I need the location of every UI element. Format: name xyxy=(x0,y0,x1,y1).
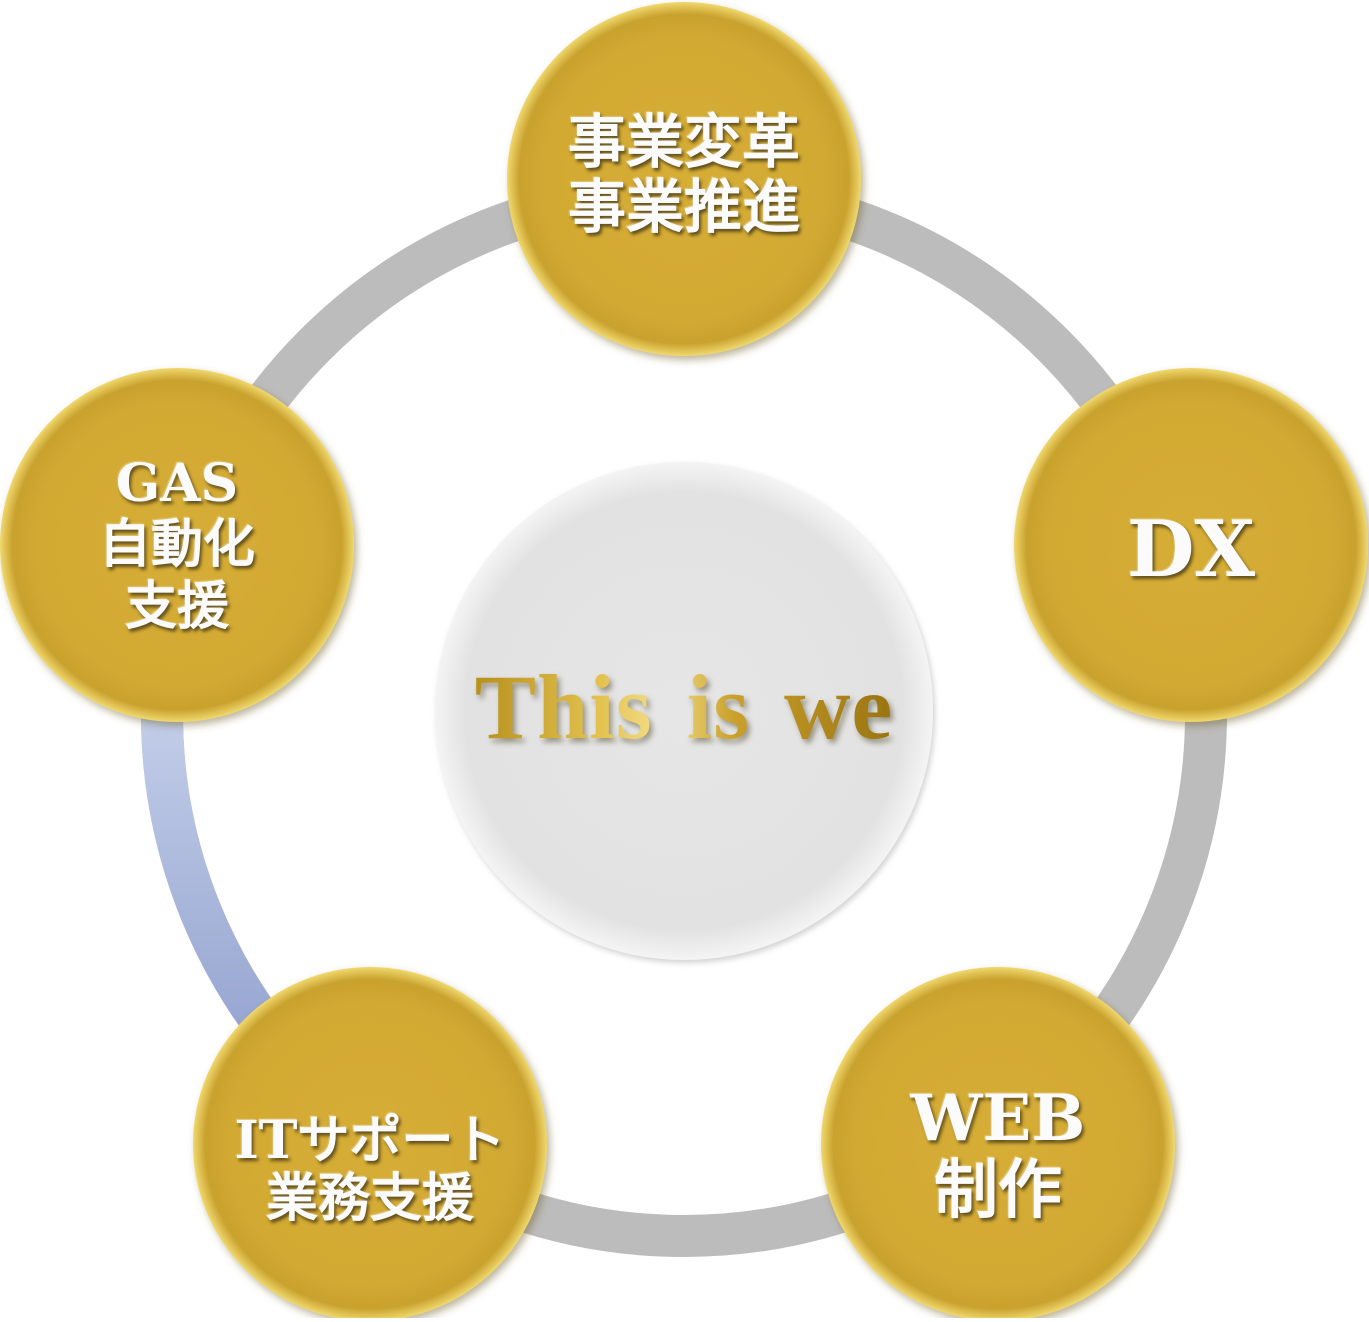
node-gas-line-3: 支援 xyxy=(124,575,229,637)
node-it-support-line-1: ITサポート xyxy=(234,1109,506,1171)
node-business-line-2: 事業推進 xyxy=(567,173,800,241)
center-circle xyxy=(435,462,933,960)
node-label-business: 事業変革 事業推進 xyxy=(544,80,824,270)
node-circle-web xyxy=(821,967,1175,1321)
node-circle-it-support xyxy=(193,967,547,1321)
node-gas-line-1: GAS xyxy=(115,452,239,514)
center-title: This is we xyxy=(435,462,933,960)
node-label-web: WEB 制作 xyxy=(868,1060,1128,1250)
node-gas-line-2: 自動化 xyxy=(98,514,255,576)
node-business-line-1: 事業変革 xyxy=(567,108,800,177)
node-dx-line-1: DX xyxy=(1126,504,1256,596)
cycle-ring-accent xyxy=(140,713,282,1039)
node-it-support-line-2: 業務支援 xyxy=(265,1168,474,1229)
node-label-gas: GAS 自動化 支援 xyxy=(57,425,297,665)
center-title-text: This is we xyxy=(474,656,894,758)
node-circle-dx xyxy=(1014,368,1368,722)
node-label-dx: DX xyxy=(1081,455,1301,645)
node-circle-business xyxy=(507,2,861,356)
node-web-line-1: WEB xyxy=(910,1081,1086,1157)
node-web-line-2: 制作 xyxy=(934,1153,1062,1228)
node-label-it-support: ITサポート 業務支援 xyxy=(215,1075,525,1265)
node-circle-gas xyxy=(0,368,354,722)
